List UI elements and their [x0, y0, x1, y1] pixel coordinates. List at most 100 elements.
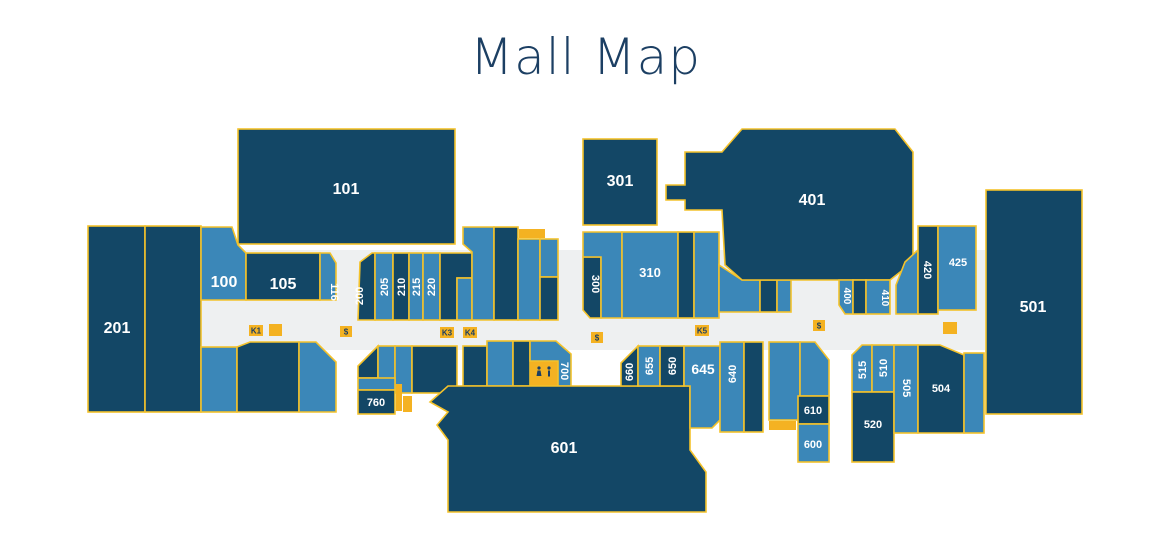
- store-335[interactable]: [776, 279, 792, 313]
- store-201-annex[interactable]: [144, 225, 202, 413]
- label-310: 310: [639, 265, 661, 280]
- store-425[interactable]: [937, 225, 977, 311]
- atm-3[interactable]: [813, 320, 825, 331]
- store-720[interactable]: [512, 340, 531, 387]
- store-228[interactable]: [456, 277, 473, 321]
- label-116: 116: [328, 283, 340, 301]
- store-710[interactable]: [462, 345, 488, 387]
- amenity-760a: [396, 384, 402, 411]
- store-620[interactable]: [799, 341, 830, 397]
- store-645[interactable]: [683, 345, 721, 429]
- atm-1-label: $: [344, 328, 349, 337]
- store-207s[interactable]: [298, 341, 337, 413]
- label-205: 205: [379, 278, 391, 296]
- label-220: 220: [426, 278, 438, 296]
- store-240[interactable]: [517, 238, 541, 321]
- label-515: 515: [857, 361, 869, 379]
- label-420: 420: [921, 261, 933, 279]
- store-740[interactable]: [357, 344, 379, 379]
- store-520[interactable]: [851, 391, 895, 463]
- store-235[interactable]: [493, 226, 519, 321]
- store-201[interactable]: [87, 225, 146, 413]
- store-101[interactable]: [237, 128, 456, 245]
- label-600: 600: [804, 439, 822, 451]
- store-330[interactable]: [759, 279, 778, 313]
- label-300: 300: [589, 275, 601, 293]
- store-635[interactable]: [743, 341, 764, 433]
- label-504: 504: [932, 383, 951, 395]
- store-415[interactable]: [895, 248, 919, 315]
- store-205s[interactable]: [200, 346, 238, 413]
- label-640: 640: [727, 365, 739, 383]
- kiosk-k3-label: K3: [442, 329, 453, 338]
- store-503[interactable]: [963, 352, 985, 434]
- store-401[interactable]: [665, 128, 914, 281]
- store-410[interactable]: [865, 279, 891, 315]
- label-645: 645: [691, 361, 715, 377]
- label-401: 401: [799, 192, 826, 209]
- atm-1[interactable]: [340, 326, 352, 337]
- label-520: 520: [864, 419, 882, 431]
- store-400[interactable]: [838, 279, 854, 315]
- kiosk-k5[interactable]: [695, 325, 709, 336]
- store-245[interactable]: [539, 238, 559, 278]
- label-700: 700: [558, 362, 570, 380]
- store-715[interactable]: [486, 340, 514, 387]
- kiosk-k4[interactable]: [463, 327, 477, 338]
- amenity-k1: [269, 324, 282, 336]
- label-400: 400: [841, 288, 852, 305]
- label-760: 760: [367, 397, 385, 409]
- kiosk-k3[interactable]: [440, 327, 454, 338]
- store-301[interactable]: [582, 138, 658, 226]
- atm-2-label: $: [595, 334, 600, 343]
- store-315[interactable]: [677, 231, 695, 319]
- store-206s[interactable]: [236, 341, 300, 413]
- label-501: 501: [1020, 299, 1047, 316]
- label-505: 505: [900, 379, 912, 397]
- amenity-760b: [403, 396, 412, 412]
- kiosk-k1[interactable]: [249, 325, 263, 336]
- atm-3-label: $: [817, 322, 822, 331]
- label-200: 200: [354, 287, 366, 305]
- amenity-600: [769, 421, 796, 430]
- store-105[interactable]: [245, 252, 321, 301]
- label-601: 601: [551, 440, 578, 457]
- store-501[interactable]: [985, 189, 1083, 415]
- label-201: 201: [104, 320, 131, 337]
- atm-2[interactable]: [591, 332, 603, 343]
- restroom-icon: [536, 366, 551, 377]
- label-100: 100: [211, 274, 238, 291]
- label-101: 101: [333, 181, 360, 198]
- store-116[interactable]: [319, 252, 337, 301]
- label-660: 660: [624, 363, 636, 381]
- label-510: 510: [878, 359, 890, 377]
- store-755[interactable]: [411, 345, 458, 394]
- label-650: 650: [667, 357, 679, 375]
- restrooms: [530, 361, 558, 386]
- store-630[interactable]: [768, 341, 801, 421]
- amenity-north: [519, 229, 545, 238]
- label-410: 410: [879, 290, 890, 307]
- store-600[interactable]: [797, 423, 830, 463]
- kiosk-k5-label: K5: [697, 327, 708, 336]
- label-105: 105: [270, 276, 297, 293]
- store-505[interactable]: [893, 344, 919, 434]
- store-250[interactable]: [539, 276, 559, 321]
- kiosk-k4-label: K4: [465, 329, 476, 338]
- store-320[interactable]: [693, 231, 720, 319]
- label-210: 210: [396, 278, 408, 296]
- store-405[interactable]: [852, 279, 867, 315]
- label-425: 425: [949, 257, 967, 269]
- store-640[interactable]: [719, 341, 745, 433]
- label-655: 655: [644, 357, 656, 375]
- store-310[interactable]: [621, 231, 679, 319]
- kiosk-k1-label: K1: [251, 327, 262, 336]
- store-200[interactable]: [357, 252, 376, 321]
- store-758[interactable]: [357, 377, 396, 391]
- store-760[interactable]: [357, 389, 396, 415]
- label-301: 301: [607, 173, 634, 190]
- label-610: 610: [804, 405, 822, 417]
- label-215: 215: [411, 278, 423, 296]
- page-title: Mall Map: [470, 28, 701, 86]
